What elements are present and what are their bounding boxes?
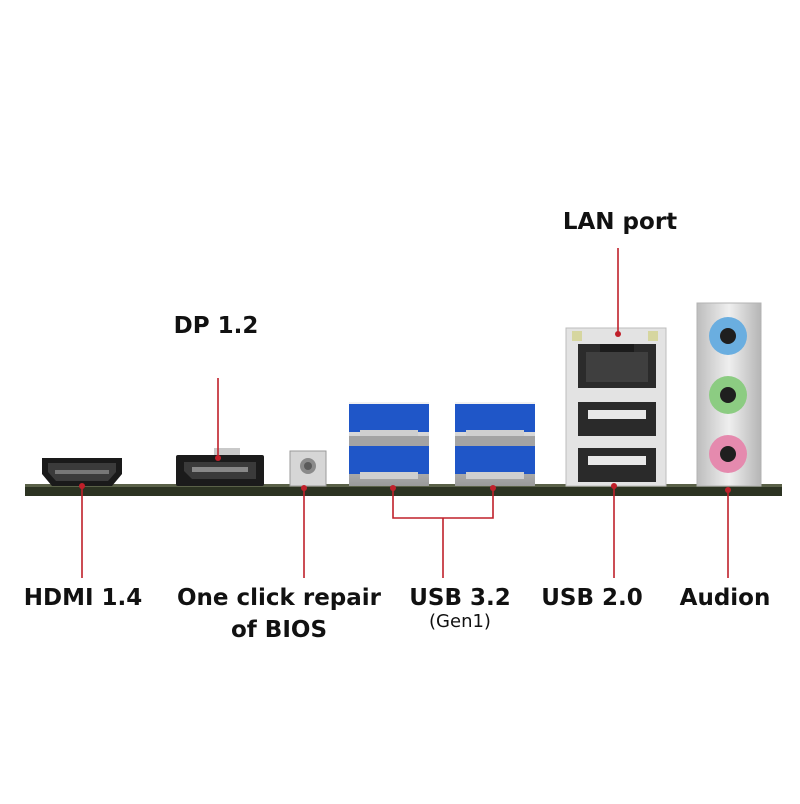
usb32-stack-right xyxy=(455,402,535,486)
hdmi-port xyxy=(42,458,122,486)
audio-jack-stack xyxy=(696,302,762,487)
pcb-board xyxy=(25,486,782,496)
label-hdmi: HDMI 1.4 xyxy=(23,585,143,611)
usb32-stack-left xyxy=(349,402,429,486)
label-lan-port: LAN port xyxy=(562,209,678,235)
label-bios-line1: One click repair xyxy=(176,585,382,611)
label-usb32: USB 3.2 xyxy=(409,585,511,611)
lan-usb20-stack xyxy=(565,327,667,487)
leader-lines xyxy=(81,248,729,578)
displayport-port xyxy=(176,448,264,486)
bios-repair-button xyxy=(289,450,327,487)
label-dp: DP 1.2 xyxy=(173,313,259,339)
leader-dots xyxy=(79,331,731,493)
label-audio: Audion xyxy=(679,585,771,611)
label-usb32-gen: (Gen1) xyxy=(429,611,491,632)
label-usb20: USB 2.0 xyxy=(541,585,643,611)
label-bios-line2: of BIOS xyxy=(230,617,328,643)
